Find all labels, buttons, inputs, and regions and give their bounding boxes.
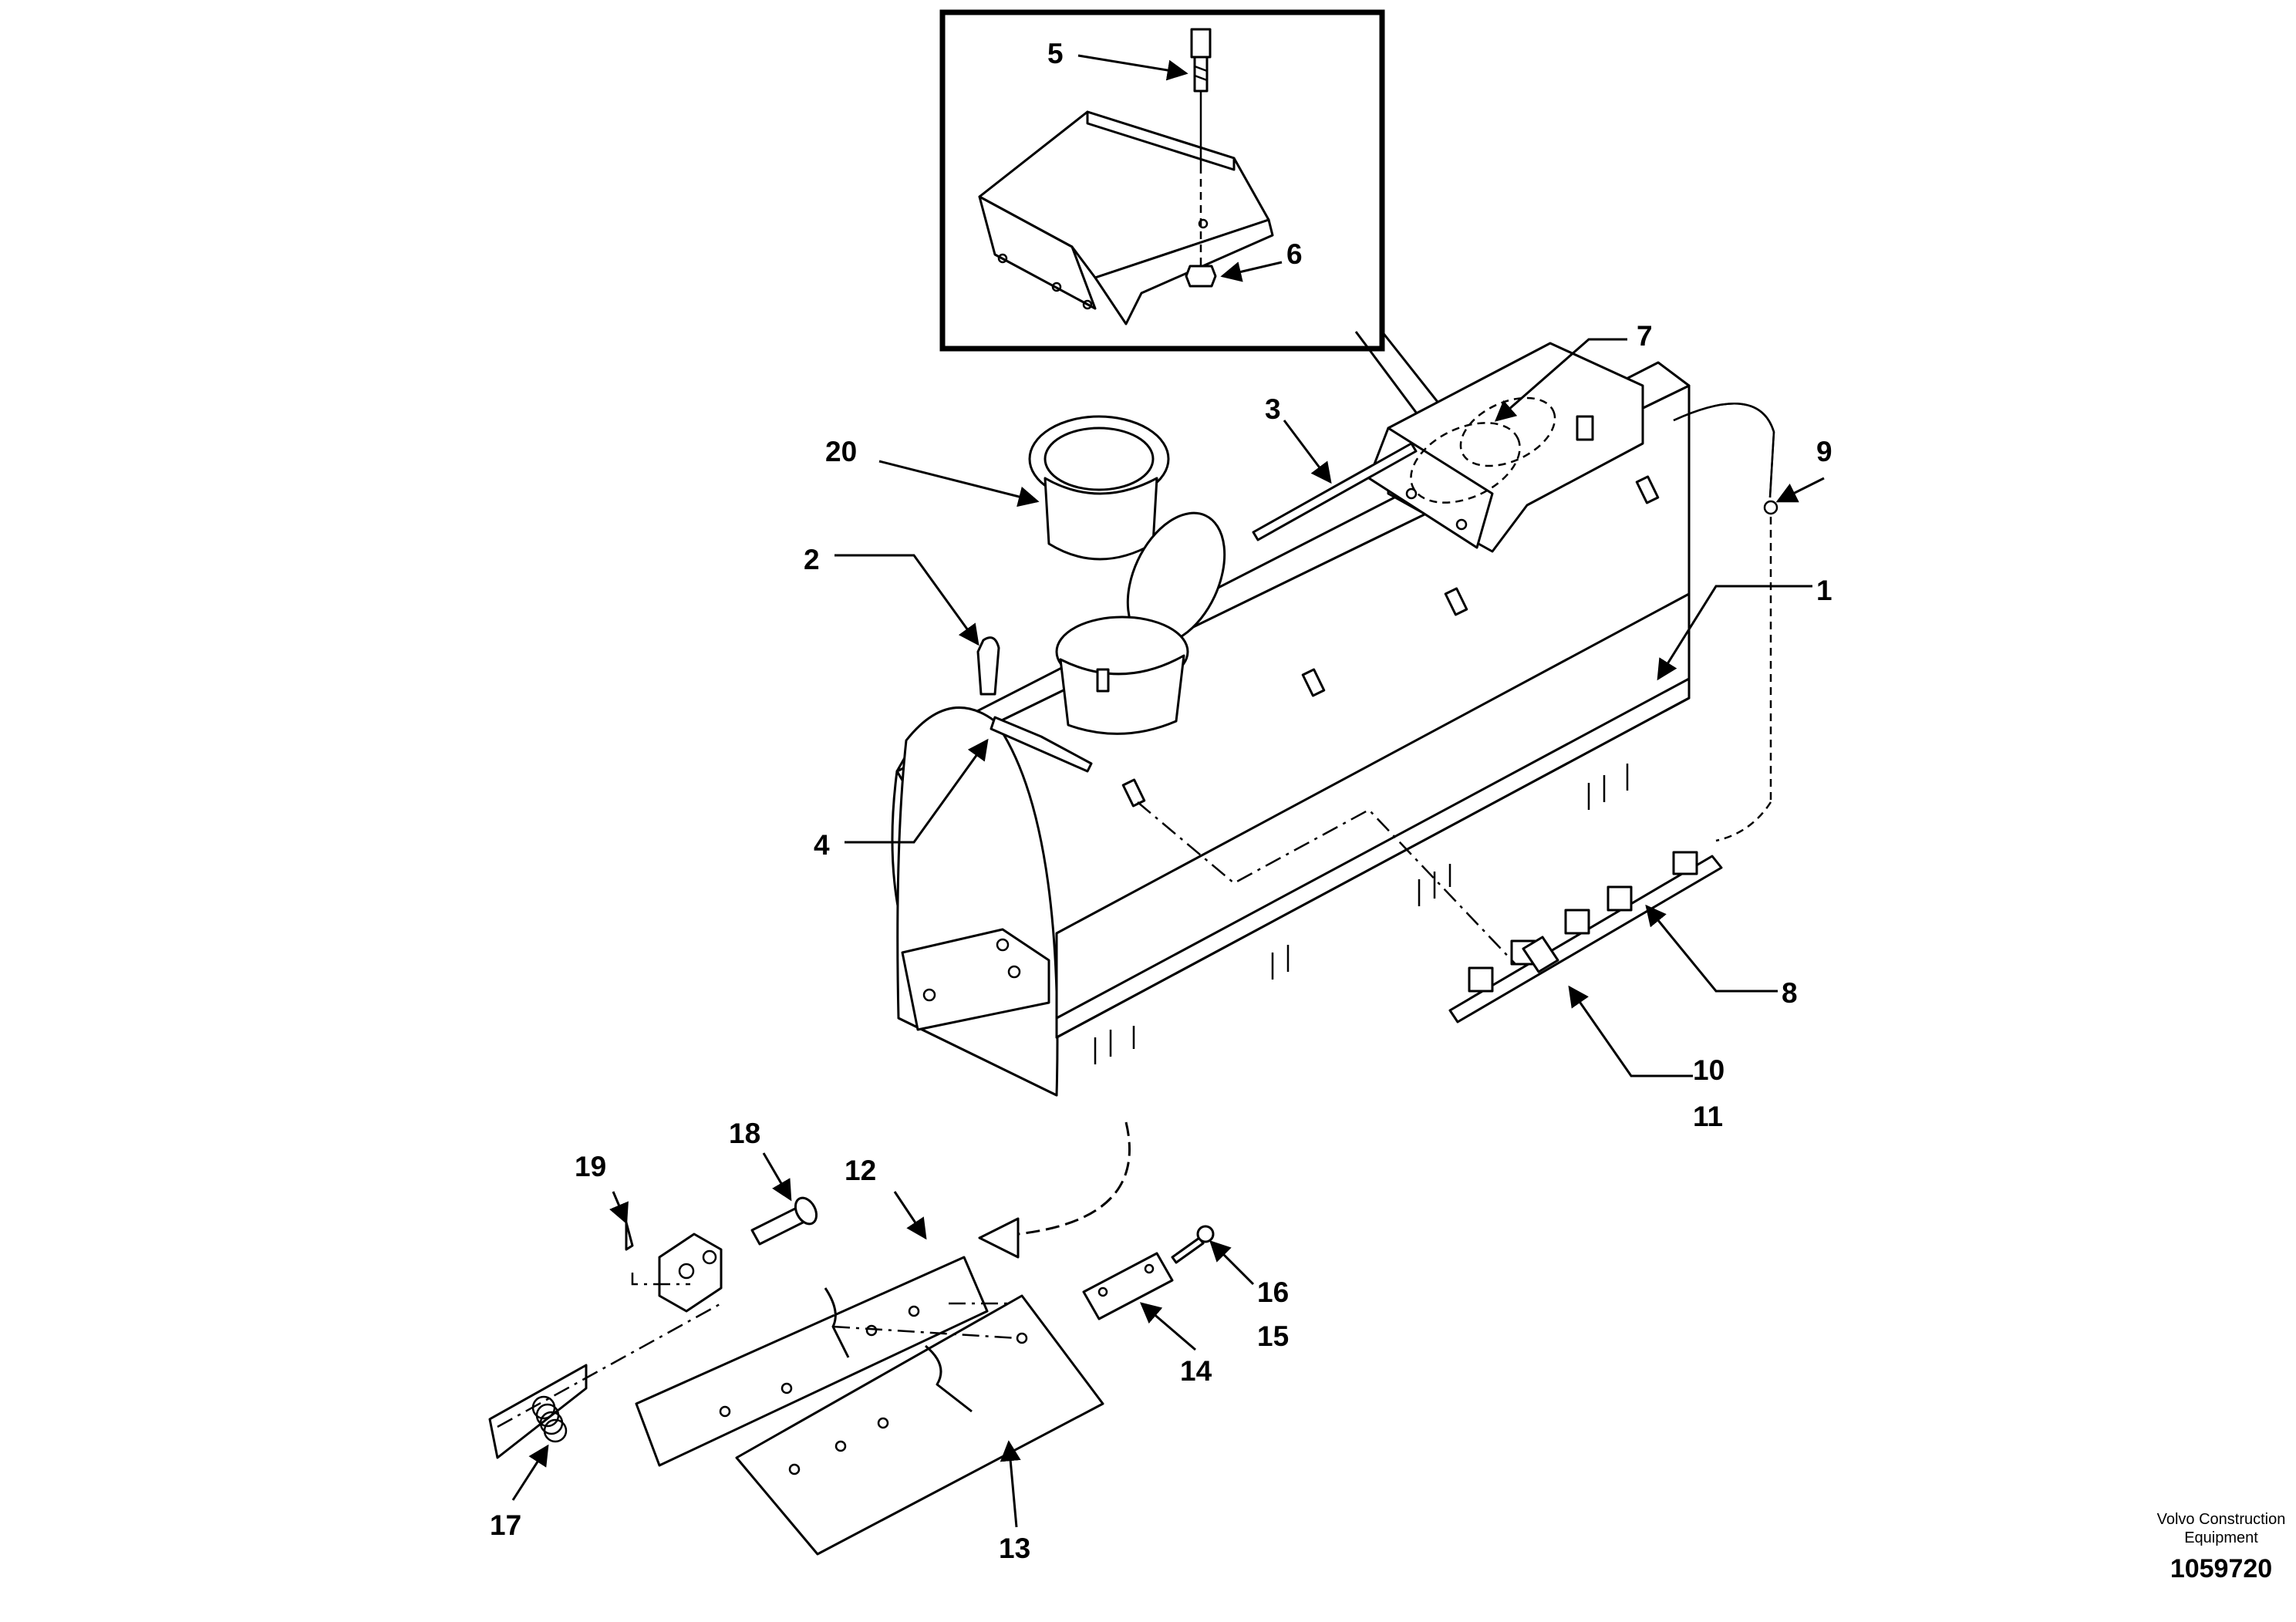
bolt-16 — [1171, 1236, 1205, 1264]
callout-11: 11 — [1693, 1101, 1723, 1132]
callout-5: 5 — [1047, 38, 1064, 69]
callout-3: 3 — [1265, 393, 1281, 425]
inset-frame — [939, 9, 1385, 352]
callout-4: 4 — [814, 829, 830, 861]
leader-14 — [1139, 1302, 1196, 1351]
curved-arrow-head — [978, 1217, 1020, 1259]
leader-18 — [762, 1152, 792, 1202]
leader-8 — [1645, 904, 1778, 993]
callout-12: 12 — [845, 1155, 876, 1186]
inset-pointer-line — [1381, 331, 1448, 413]
centerline-hinge — [497, 1302, 722, 1428]
hinge-bracket — [658, 1233, 723, 1313]
leader-2 — [834, 554, 979, 646]
blade-13 — [735, 1294, 1104, 1556]
funnel-20 — [1028, 415, 1226, 735]
callout-17: 17 — [490, 1509, 521, 1541]
callout-13: 13 — [999, 1533, 1030, 1564]
centerline-cotter — [631, 1273, 690, 1286]
leader-4 — [845, 738, 989, 844]
leader-16 — [1209, 1240, 1255, 1286]
callout-1: 1 — [1816, 575, 1832, 606]
blade-12 — [635, 1256, 989, 1467]
footer: Volvo Construction Equipment 1059720 — [2157, 1511, 2286, 1583]
figure-number: 1059720 — [2170, 1554, 2272, 1583]
callout-19: 19 — [575, 1151, 606, 1182]
callout-20: 20 — [825, 436, 857, 467]
nozzle-10 — [1522, 936, 1559, 973]
slot — [1635, 475, 1660, 504]
leader-12 — [893, 1191, 927, 1240]
strip-4 — [990, 716, 1093, 773]
leader-3 — [1283, 420, 1332, 484]
hose-hidden-bend — [1715, 801, 1772, 842]
curved-arrow — [1017, 1121, 1131, 1236]
callout-9: 9 — [1816, 436, 1832, 467]
teeth — [1094, 764, 1629, 1064]
leader-5 — [1077, 54, 1188, 81]
leader-19 — [609, 1191, 629, 1225]
inset-pointer-line-2 — [1354, 331, 1421, 417]
leader-7 — [1494, 338, 1627, 422]
strap-14 — [1082, 1252, 1174, 1320]
lower-parts — [488, 1121, 1215, 1556]
leader-9 — [1775, 477, 1825, 503]
cover-box-detail — [978, 110, 1274, 325]
spray-bar-8 — [1448, 851, 1723, 1023]
callout-18: 18 — [729, 1118, 760, 1149]
blade-13-break — [925, 1344, 973, 1413]
nut-6-detail — [1185, 265, 1217, 288]
callout-8: 8 — [1782, 977, 1798, 1009]
collar-bolt — [1096, 668, 1110, 693]
leader-1 — [1657, 585, 1812, 681]
callout-15: 15 — [1257, 1320, 1289, 1352]
hose-fitting — [1763, 500, 1778, 515]
brand-line-2: Equipment — [2184, 1529, 2258, 1546]
spring-17 — [488, 1364, 588, 1459]
leader-17 — [511, 1444, 549, 1501]
slot — [1444, 587, 1468, 616]
latch — [1576, 415, 1594, 441]
callout-6: 6 — [1286, 238, 1303, 270]
rod-3 — [1252, 442, 1418, 541]
leader-6 — [1220, 261, 1283, 282]
hose-9-inner — [1673, 403, 1775, 498]
callout-14: 14 — [1180, 1355, 1212, 1387]
leader-10 — [1568, 985, 1693, 1077]
callout-labels: 1 2 3 4 5 6 7 8 9 10 11 12 13 14 15 16 1… — [490, 38, 1832, 1564]
slot — [1301, 668, 1326, 697]
bolt-16-head — [1196, 1225, 1215, 1243]
callout-2: 2 — [804, 544, 820, 575]
cotter-19 — [625, 1221, 634, 1251]
pin-18-head — [794, 1196, 818, 1226]
centerline-blade — [832, 1325, 1019, 1340]
bottom-edge — [1055, 677, 1691, 1039]
bolt-5-detail — [1190, 28, 1212, 266]
main-assembly — [891, 342, 1778, 1097]
callout-16: 16 — [1257, 1276, 1289, 1308]
brand-line-1: Volvo Construction — [2157, 1511, 2286, 1528]
inset-detail — [939, 9, 1448, 417]
leaders — [511, 338, 1825, 1528]
gusset-plate — [901, 928, 1050, 1031]
leader-20 — [878, 460, 1040, 508]
leader-13 — [1000, 1440, 1021, 1528]
centerline — [1137, 801, 1516, 965]
callout-7: 7 — [1637, 320, 1653, 352]
callout-10: 10 — [1693, 1054, 1725, 1086]
bracket-2 — [976, 636, 1000, 696]
